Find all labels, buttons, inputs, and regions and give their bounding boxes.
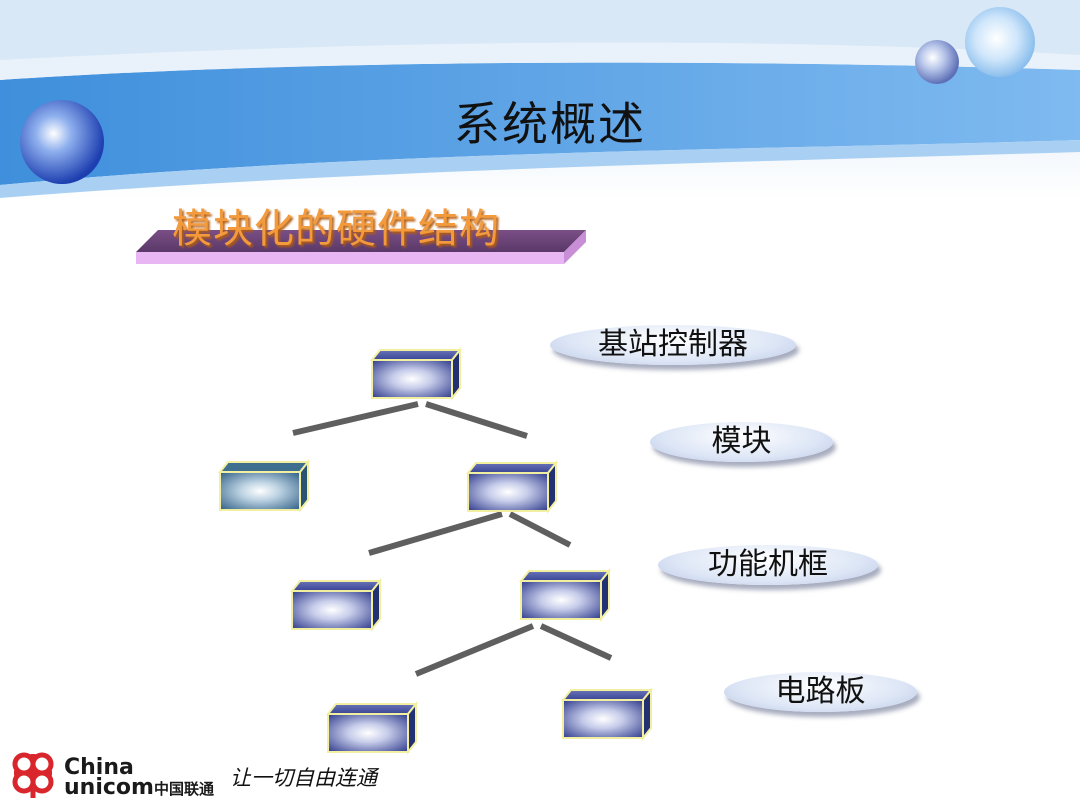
orb-large <box>20 100 104 184</box>
level-label-board: 电路板 <box>724 672 917 712</box>
connector-line <box>508 511 572 548</box>
box-board-right <box>560 687 654 741</box>
box-module-right <box>465 460 559 514</box>
level-label-controller: 基站控制器 <box>550 325 796 365</box>
connector-line <box>292 401 419 436</box>
logo-text-unicom: unicom中国联通 <box>64 775 214 800</box>
connector-line <box>368 511 503 556</box>
connector-line <box>414 623 535 677</box>
connector-line <box>539 623 613 661</box>
box-controller <box>369 347 463 401</box>
orb-small <box>915 40 959 84</box>
section-title: 模块化的硬件结构 <box>172 206 500 252</box>
footer-slogan: 让一切自由连通 <box>230 766 377 790</box>
box-module-left <box>217 459 311 513</box>
china-unicom-logo <box>12 752 54 798</box>
level-label-module: 模块 <box>650 422 833 462</box>
level-label-frame: 功能机框 <box>658 545 878 585</box>
logo-text-china: China <box>64 755 134 780</box>
box-frame-right <box>518 568 612 622</box>
box-frame-left <box>289 578 383 632</box>
box-board-left <box>325 701 419 755</box>
orb-light <box>965 7 1035 77</box>
connector-lines <box>292 401 613 677</box>
slide-title: 系统概述 <box>454 97 646 151</box>
section-band <box>136 230 586 264</box>
logo-unicom-en: unicom <box>64 775 154 800</box>
logo-unicom-cn: 中国联通 <box>153 780 214 798</box>
connector-line <box>425 401 528 439</box>
